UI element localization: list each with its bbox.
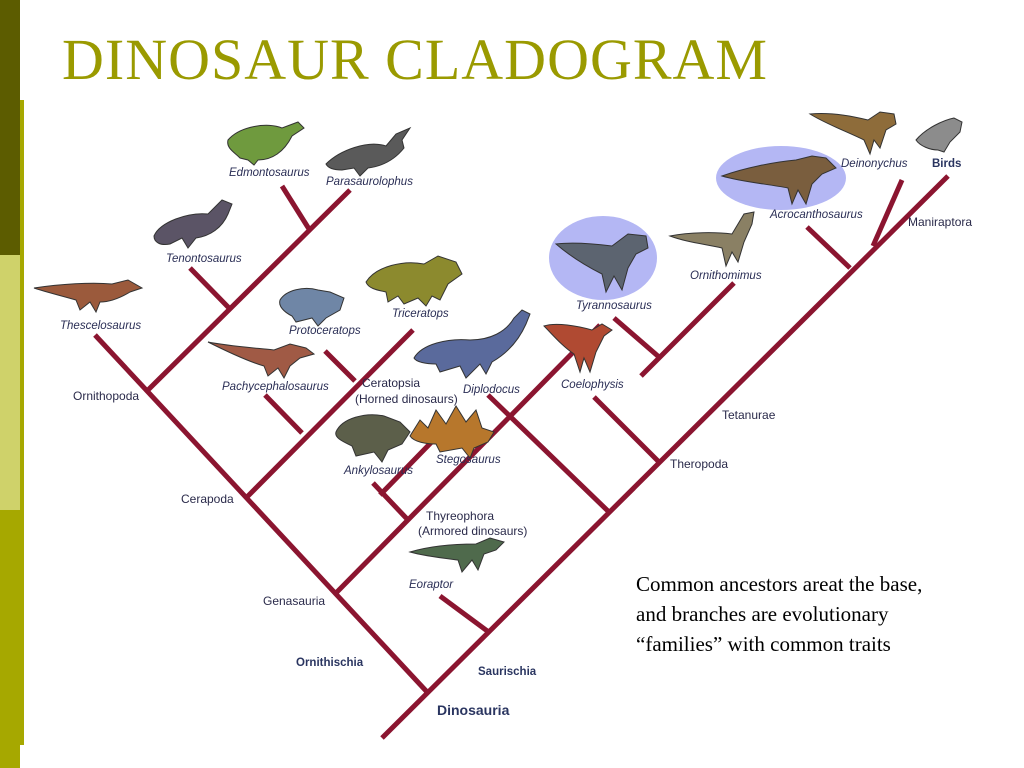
label-pachycephalosaurus: Pachycephalosaurus	[222, 381, 329, 393]
sidebar-block-light	[0, 255, 20, 510]
tenontosaurus-icon	[153, 199, 233, 249]
ankylosaurus-branch	[371, 481, 410, 522]
label-maniraptora: Maniraptora	[908, 215, 972, 229]
eoraptor-branch	[438, 593, 492, 636]
tenontosaurus-branch	[188, 266, 231, 310]
label-stegosaurus: Stegosaurus	[436, 454, 501, 466]
label-saurischia: Saurischia	[478, 666, 537, 678]
acrocanthosaurus-icon	[720, 155, 837, 206]
cladogram-branches	[93, 174, 950, 740]
label-tenontosaurus: Tenontosaurus	[166, 253, 242, 265]
stegosaurus-icon	[409, 405, 495, 459]
label-genasauria: Genasauria	[263, 594, 325, 608]
coelophysis-branch	[592, 395, 662, 465]
cerapoda-marginocephalia-stem	[334, 323, 602, 595]
eoraptor-icon	[408, 537, 505, 574]
label-diplodocus: Diplodocus	[463, 384, 520, 396]
label-tyrannosaurus: Tyrannosaurus	[576, 300, 652, 312]
saurischia-trunk	[380, 174, 950, 740]
pachycephalosaurus-icon	[207, 341, 316, 380]
slide-title: DINOSAUR CLADOGRAM	[62, 27, 768, 92]
pachycephalosaurus-branch	[263, 393, 304, 435]
label-tetanurae: Tetanurae	[722, 408, 776, 422]
taxa-labels: Edmontosaurus Parasaurolophus Tenontosau…	[60, 158, 961, 591]
ornithomimus-branch	[639, 281, 736, 378]
coelophysis-icon	[543, 323, 613, 374]
diplodocus-branch	[486, 393, 612, 515]
label-dinosauria: Dinosauria	[437, 702, 510, 718]
label-edmontosaurus: Edmontosaurus	[229, 167, 310, 179]
deinonychus-icon	[808, 111, 897, 156]
marginocephalia-branch	[244, 328, 415, 500]
label-eoraptor: Eoraptor	[409, 579, 454, 591]
label-ceratopsia: Ceratopsia	[362, 376, 420, 390]
label-acrocanthosaurus: Acrocanthosaurus	[769, 209, 863, 221]
label-birds: Birds	[932, 158, 961, 170]
edmontosaurus-branch	[279, 184, 312, 231]
bird-icon	[915, 117, 963, 153]
label-protoceratops: Protoceratops	[289, 325, 361, 337]
protoceratops-icon	[279, 287, 345, 327]
thescelosaurus-icon	[33, 279, 144, 314]
acrocanthosaurus-branch	[805, 225, 852, 270]
label-ceratopsia-subtitle: (Horned dinosaurs)	[355, 392, 458, 406]
parasaurolophus-icon	[325, 126, 412, 177]
tyrannosaurus-branch	[612, 316, 661, 359]
ornithomimus-icon	[668, 211, 755, 268]
label-parasaurolophus: Parasaurolophus	[326, 176, 413, 188]
label-ornithischia: Ornithischia	[296, 657, 364, 669]
label-triceratops: Triceratops	[392, 308, 449, 320]
ornithischia-trunk	[93, 333, 430, 695]
label-theropoda: Theropoda	[670, 457, 728, 471]
sidebar-block-dark	[0, 0, 20, 255]
label-thyreophora-subtitle: (Armored dinosaurs)	[418, 524, 527, 538]
protoceratops-branch	[323, 349, 357, 383]
label-coelophysis: Coelophysis	[561, 379, 624, 391]
edmontosaurus-icon	[227, 121, 305, 166]
sidebar-rule	[20, 100, 24, 745]
label-ornithomimus: Ornithomimus	[690, 270, 762, 282]
tyrannosaurus-icon	[554, 233, 649, 294]
label-cerapoda: Cerapoda	[181, 492, 234, 506]
label-ankylosaurus: Ankylosaurus	[343, 465, 413, 477]
label-thescelosaurus: Thescelosaurus	[60, 320, 141, 332]
triceratops-icon	[365, 255, 463, 307]
slide-caption: Common ancestors areat the base, and bra…	[636, 572, 923, 656]
ankylosaurus-icon	[335, 414, 411, 463]
sidebar-block-mid	[0, 510, 20, 768]
label-deinonychus: Deinonychus	[841, 158, 908, 170]
label-ornithopoda: Ornithopoda	[73, 389, 139, 403]
diplodocus-icon	[413, 309, 531, 379]
label-thyreophora: Thyreophora	[426, 509, 494, 523]
ornithopoda-branch	[146, 188, 352, 392]
deinonychus-branch	[870, 178, 905, 248]
clade-labels: Ornithopoda Ceratopsia (Horned dinosaurs…	[73, 215, 972, 718]
